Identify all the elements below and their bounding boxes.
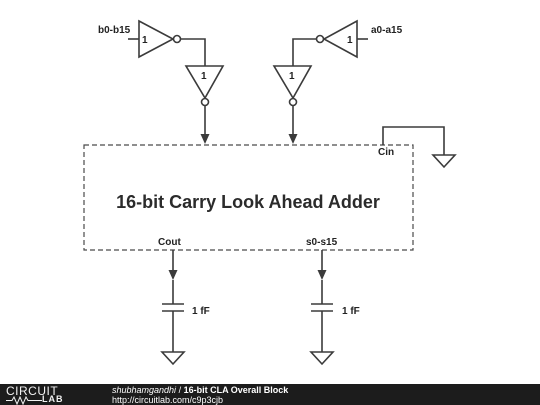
inverter-a2-bubble bbox=[288, 97, 298, 107]
cin-label: Cin bbox=[378, 147, 394, 158]
inverter-b2 bbox=[184, 65, 225, 100]
circuitlab-logo[interactable]: CIRCUIT LAB bbox=[6, 384, 96, 405]
cla-block-title: 16-bit Carry Look Ahead Adder bbox=[116, 192, 380, 212]
cap-left-label: 1 fF bbox=[192, 306, 210, 317]
author-link[interactable]: shubhamgandhi bbox=[112, 385, 177, 395]
wire-b-mid bbox=[180, 38, 206, 66]
circuit-url[interactable]: http://circuitlab.com/c9p3cjb bbox=[112, 395, 224, 405]
wire-cin bbox=[382, 126, 445, 155]
inverter-a1-bubble bbox=[315, 34, 325, 44]
inverter-a2 bbox=[272, 65, 313, 100]
input-a-label: a0-a15 bbox=[371, 25, 403, 36]
cap-right-label: 1 fF bbox=[342, 306, 360, 317]
logo-text-bottom: LAB bbox=[42, 394, 64, 404]
cout-ground-symbol bbox=[160, 351, 186, 366]
cla-adder-block bbox=[83, 144, 414, 251]
inverter-a1-label: 1 bbox=[347, 35, 353, 46]
sum-ground-symbol bbox=[309, 351, 335, 366]
inverter-b1-bubble bbox=[172, 34, 182, 44]
circuit-title: 16-bit CLA Overall Block bbox=[183, 385, 289, 395]
wire-a-mid bbox=[292, 38, 317, 66]
logo-text-top: CIRCUIT bbox=[6, 384, 59, 398]
caption-separator: / bbox=[176, 385, 184, 395]
arrow-cout bbox=[168, 270, 178, 280]
cin-ground-symbol bbox=[431, 154, 457, 169]
sum-label: s0-s15 bbox=[306, 237, 338, 248]
arrow-a-to-block bbox=[288, 134, 298, 144]
footer-bar: CIRCUIT LAB shubhamgandhi / 16-bit CLA O… bbox=[0, 384, 540, 405]
inverter-a1 bbox=[322, 19, 358, 59]
inverter-b1 bbox=[138, 19, 175, 59]
arrow-sum bbox=[317, 270, 327, 280]
inverter-b2-bubble bbox=[200, 97, 210, 107]
inverter-b1-label: 1 bbox=[142, 35, 148, 46]
resistor-icon bbox=[6, 396, 42, 405]
footer-caption: shubhamgandhi / 16-bit CLA Overall Block… bbox=[112, 385, 288, 405]
arrow-b-to-block bbox=[200, 134, 210, 144]
cout-label: Cout bbox=[158, 237, 181, 248]
schematic-canvas: b0-b15 1 1 a0-a15 1 1 16-bit Carry Look … bbox=[83, 19, 457, 366]
input-b-label: b0-b15 bbox=[98, 25, 131, 36]
inverter-a2-label: 1 bbox=[289, 71, 295, 82]
inverter-b2-label: 1 bbox=[201, 71, 207, 82]
